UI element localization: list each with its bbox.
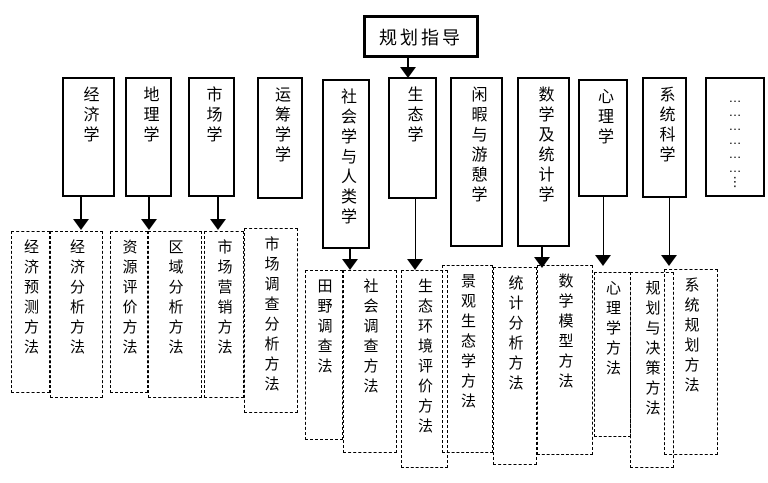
discipline-label: 数学及统计学 — [535, 86, 553, 206]
method-box-economic-analysis: 经济分析方法 — [50, 231, 103, 398]
discipline-box-systems-science: 系统科学 — [642, 77, 687, 198]
arrow-head-icon — [661, 255, 677, 266]
method-box-resource-evaluation: 资源评价方法 — [110, 231, 148, 393]
method-label: 心理学方法 — [604, 280, 621, 380]
method-label: 经济分析方法 — [68, 239, 85, 359]
arrow-head-icon — [342, 259, 358, 270]
method-box-system-planning: 系统规划方法 — [664, 269, 718, 455]
arrow-ecology — [407, 199, 423, 270]
method-label: 景观生态学方法 — [459, 273, 476, 413]
method-label: 规划与决策方法 — [643, 280, 661, 420]
arrow-geography — [141, 197, 157, 230]
method-box-eco-environment-evaluation: 生态环境评价方法 — [401, 270, 448, 468]
discipline-label: 社会学与人类学 — [338, 88, 355, 228]
method-box-psychology-methods: 心理学方法 — [594, 272, 631, 437]
discipline-box-ecology: 生态学 — [388, 77, 437, 199]
method-box-statistical-analysis: 统计分析方法 — [493, 267, 537, 465]
method-box-field-survey: 田野调查法 — [305, 270, 343, 440]
arrow-head-icon — [141, 219, 157, 230]
method-label: 统计分析方法 — [506, 275, 524, 395]
discipline-label: 运筹学学 — [272, 86, 289, 166]
arrow-shaft — [148, 197, 150, 219]
discipline-box-operations-research: 运筹学学 — [257, 77, 303, 199]
method-label: 资源评价方法 — [120, 239, 138, 359]
discipline-label: 市场学 — [203, 86, 221, 146]
method-box-marketing-methods: 市场营销方法 — [204, 231, 244, 398]
method-label: 市场营销方法 — [215, 239, 233, 359]
discipline-label: 心理学 — [595, 88, 612, 148]
arrow-economics — [73, 197, 89, 230]
arrow-root-to-ecology — [400, 57, 416, 78]
arrow-shaft — [407, 57, 409, 67]
method-box-regional-analysis: 区域分析方法 — [148, 231, 202, 398]
discipline-label: 闲暇与游憩学 — [468, 86, 486, 206]
arrow-shaft — [80, 197, 82, 219]
discipline-box-marketing: 市场学 — [188, 77, 235, 197]
method-box-market-survey-analysis: 市场调查分析方法 — [244, 228, 298, 413]
arrow-shaft — [668, 197, 670, 255]
arrow-psychology — [595, 197, 611, 266]
method-box-social-survey: 社会调查方法 — [343, 270, 397, 453]
arrow-sociology — [342, 249, 358, 270]
method-label: 系统规划方法 — [682, 277, 700, 397]
arrow-shaft — [541, 247, 543, 257]
arrow-shaft — [217, 197, 219, 219]
method-box-economic-forecasting: 经济预测方法 — [11, 231, 50, 393]
root-box-planning-guidance: 规划指导 — [363, 15, 479, 58]
discipline-box-psychology: 心理学 — [578, 79, 628, 197]
arrow-shaft — [602, 197, 604, 255]
discipline-box-math-statistics: 数学及统计学 — [517, 77, 570, 247]
discipline-box-sociology-anthropology: 社会学与人类学 — [322, 79, 370, 249]
method-label: 市场调查分析方法 — [262, 236, 280, 396]
arrow-shaft — [349, 249, 351, 259]
method-label: 经济预测方法 — [22, 239, 39, 359]
arrow-math-statistics — [534, 247, 550, 268]
arrow-head-icon — [595, 255, 611, 266]
discipline-box-geography: 地理学 — [125, 77, 172, 197]
method-label: 数学模型方法 — [556, 273, 574, 393]
discipline-label: 经济学 — [80, 86, 98, 146]
arrow-shaft — [414, 199, 416, 259]
arrow-head-icon — [534, 257, 550, 268]
method-label: 区域分析方法 — [166, 239, 184, 359]
discipline-box-leisure-recreation: 闲暇与游憩学 — [450, 77, 503, 247]
method-label: 田野调查法 — [315, 278, 333, 378]
arrow-head-icon — [407, 259, 423, 270]
method-box-planning-decision: 规划与决策方法 — [630, 272, 674, 468]
arrow-head-icon — [73, 219, 89, 230]
arrow-head-icon — [400, 67, 416, 78]
discipline-box-economics: 经济学 — [62, 77, 115, 197]
discipline-label: 地理学 — [140, 86, 158, 146]
root-label: 规划指导 — [379, 27, 463, 48]
discipline-label: 生态学 — [404, 86, 422, 146]
arrow-marketing — [210, 197, 226, 230]
method-label: 社会调查方法 — [361, 278, 379, 398]
method-label: 生态环境评价方法 — [416, 278, 433, 438]
arrow-systems-science — [661, 197, 677, 266]
discipline-box-ellipsis: … … … … … … ⋮ — [705, 77, 765, 197]
arrow-head-icon — [210, 219, 226, 230]
method-box-landscape-ecology: 景观生态学方法 — [442, 265, 493, 453]
ellipsis-dots: … … … … … … ⋮ — [728, 90, 742, 189]
discipline-label: 系统科学 — [656, 86, 674, 166]
method-box-math-model: 数学模型方法 — [537, 265, 593, 455]
